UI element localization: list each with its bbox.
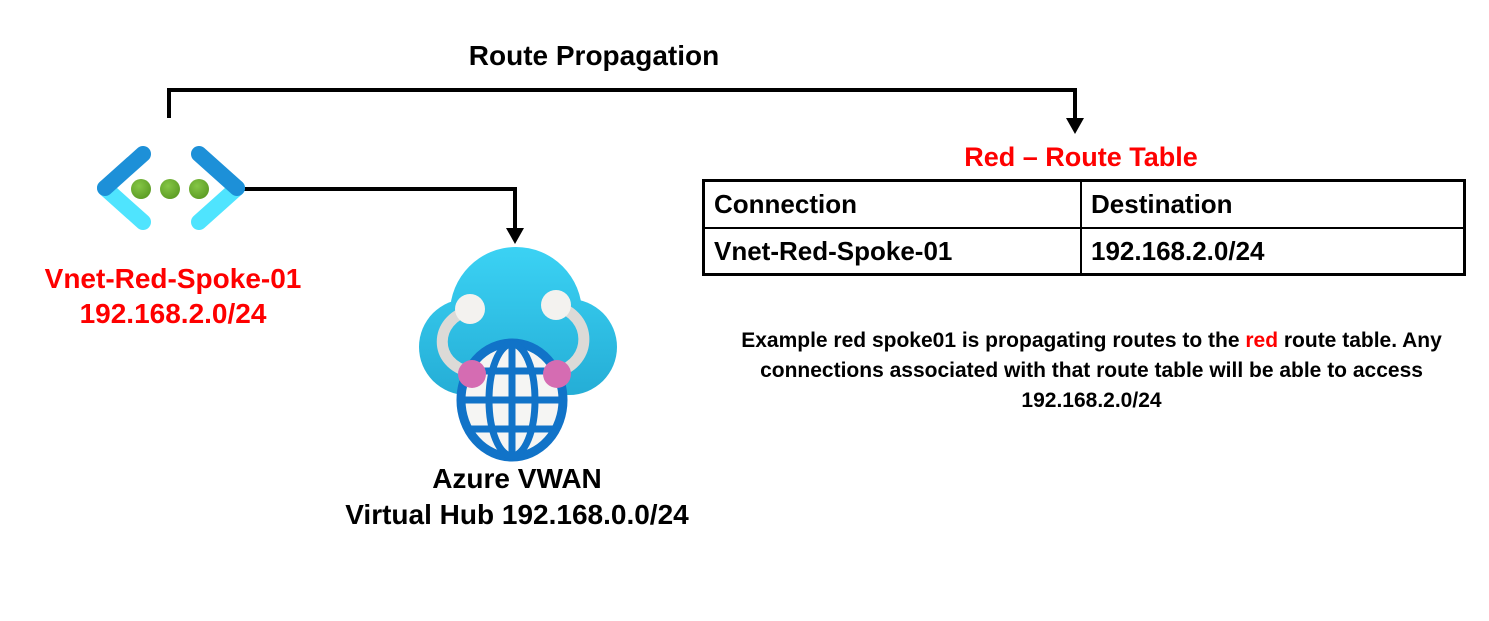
vwan-hub-cidr: Virtual Hub 192.168.0.0/24 bbox=[345, 499, 689, 530]
route-propagation-arrow bbox=[167, 88, 1084, 134]
note-line-2: connections associated with that route t… bbox=[760, 359, 1423, 382]
vnet-dot bbox=[160, 179, 180, 199]
cell-connection-value: Vnet-Red-Spoke-01 bbox=[705, 229, 1082, 273]
virtual-wan-hub-icon bbox=[419, 247, 617, 462]
endpoint-white-dot bbox=[455, 294, 485, 324]
endpoint-pink-dot bbox=[458, 360, 486, 388]
vnet-name: Vnet-Red-Spoke-01 bbox=[44, 263, 302, 294]
endpoint-pink-dot bbox=[543, 360, 571, 388]
vnet-dot bbox=[131, 179, 151, 199]
note-line-3: 192.168.2.0/24 bbox=[1021, 389, 1162, 412]
vnet-dot bbox=[189, 179, 209, 199]
route-table: Connection Destination Vnet-Red-Spoke-01… bbox=[702, 179, 1466, 276]
arrowhead-down-icon bbox=[1066, 118, 1084, 134]
endpoint-white-dot bbox=[541, 290, 571, 320]
arrowhead-down-icon bbox=[506, 228, 524, 244]
vwan-label: Azure VWAN Virtual Hub 192.168.0.0/24 bbox=[317, 461, 717, 533]
column-header-connection: Connection bbox=[705, 182, 1082, 229]
note-text: Example red spoke01 is propagating route… bbox=[640, 326, 1489, 416]
note-line-1: Example red spoke01 is propagating route… bbox=[741, 329, 1442, 352]
virtual-network-icon bbox=[97, 146, 245, 230]
cell-destination-value: 192.168.2.0/24 bbox=[1091, 235, 1265, 266]
route-table-title: Red – Route Table bbox=[964, 142, 1198, 172]
vnet-label: Vnet-Red-Spoke-01 192.168.2.0/24 bbox=[21, 261, 325, 331]
hub-link-arcs bbox=[436, 290, 590, 388]
vwan-name: Azure VWAN bbox=[432, 463, 602, 494]
vnet-cidr: 192.168.2.0/24 bbox=[79, 298, 267, 329]
vnet-to-hub-arrow bbox=[243, 187, 524, 244]
red-highlight-word: red bbox=[1245, 329, 1279, 352]
route-propagation-title: Route Propagation bbox=[468, 40, 720, 71]
globe-icon bbox=[456, 338, 568, 462]
column-header-destination: Destination bbox=[1082, 182, 1463, 229]
